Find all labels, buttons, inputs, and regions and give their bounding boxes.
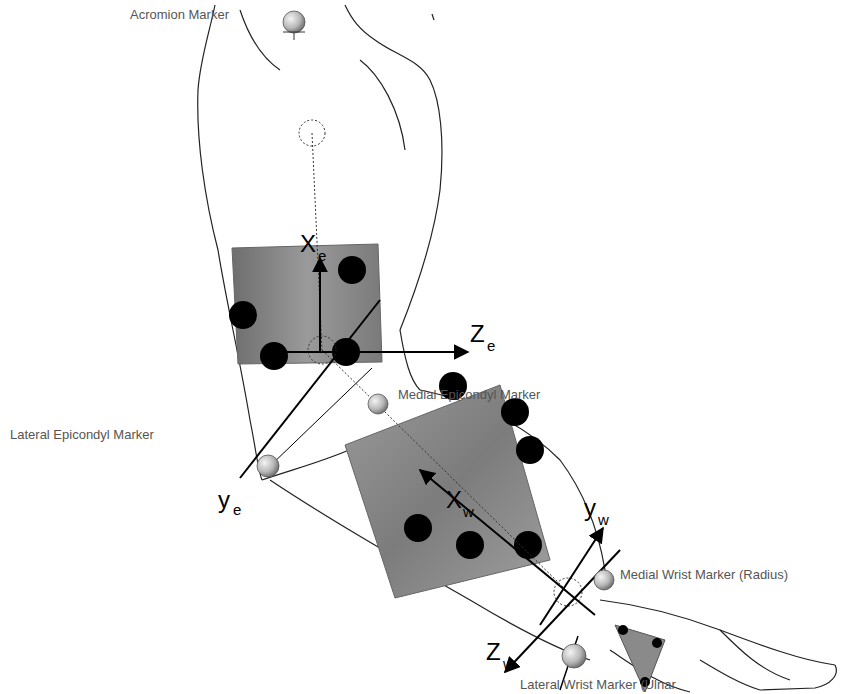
- axis-subscript: e: [233, 502, 241, 517]
- marker-label: Lateral Wrist Marker (Ulnar: [520, 678, 676, 691]
- marker-label: Lateral Epicondyl Marker: [10, 428, 154, 441]
- marker-label: Acromion Marker: [130, 8, 229, 21]
- axis-letter: Z: [486, 640, 501, 664]
- axis-letter: y: [584, 496, 596, 520]
- axis-subscript: e: [318, 248, 326, 263]
- axis-letter: Z: [470, 322, 485, 346]
- marker-label: Medial Wrist Marker (Radius): [620, 568, 788, 581]
- axis-subscript: w: [598, 512, 609, 527]
- axis-letter: X: [300, 232, 316, 256]
- axis-subscript: w: [463, 504, 474, 519]
- axis-letter: X: [446, 488, 462, 512]
- marker-label: Medial Epicondyl Marker: [398, 388, 540, 401]
- axis-letter: y: [218, 488, 230, 512]
- axis-subscript: e: [487, 338, 495, 353]
- axis-subscript: w: [503, 656, 514, 671]
